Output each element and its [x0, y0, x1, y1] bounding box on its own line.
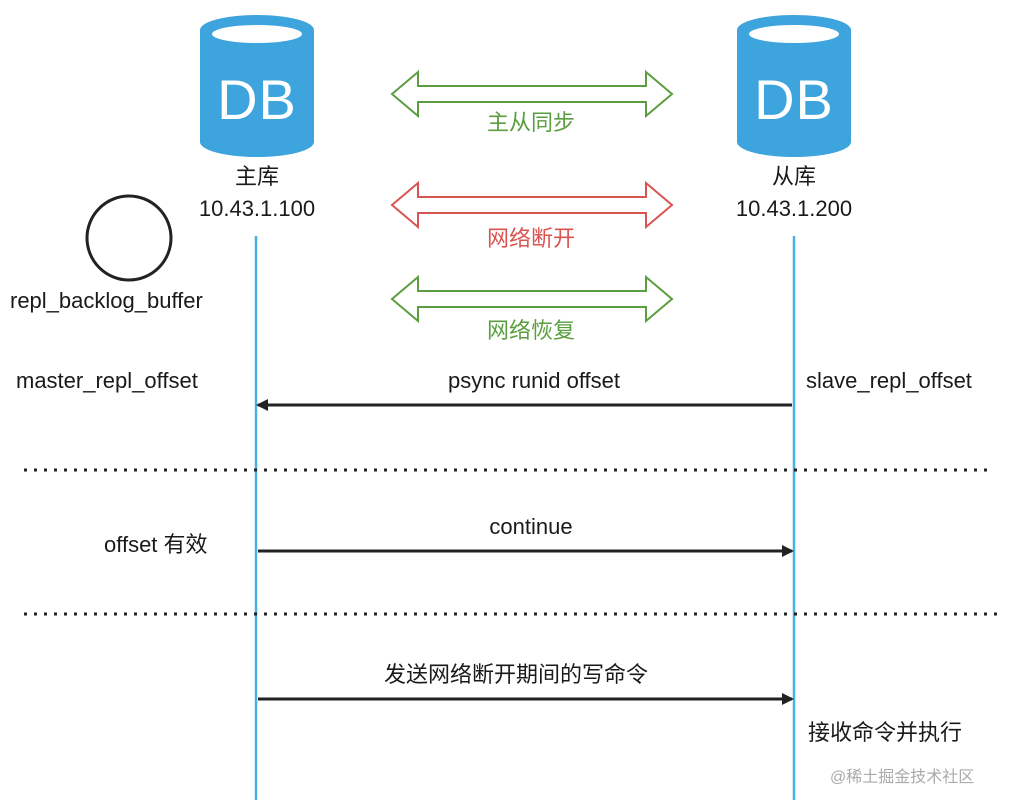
psync-message-label: psync runid offset	[447, 368, 621, 393]
sync-label: 主从同步	[486, 110, 576, 135]
break-arrow	[390, 180, 674, 230]
recover-arrow	[390, 274, 674, 324]
execute-note: 接收命令并执行	[808, 720, 963, 745]
continue-message-label: continue	[489, 514, 573, 539]
backlog-buffer-circle	[85, 194, 173, 282]
backlog-buffer-label: repl_backlog_buffer	[10, 288, 203, 313]
master-db-icon	[200, 15, 314, 157]
watermark: @稀土掘金技术社区	[830, 769, 975, 786]
write-commands-message-label: 发送网络断开期间的写命令	[383, 662, 649, 687]
master-ip: 10.43.1.100	[198, 196, 316, 221]
sync-arrow	[390, 69, 674, 119]
slave-name: 从库	[771, 164, 817, 189]
slave-db-icon	[737, 15, 851, 157]
slave-offset-label: slave_repl_offset	[806, 368, 972, 393]
break-label: 网络断开	[486, 226, 576, 251]
recover-label: 网络恢复	[486, 318, 576, 343]
offset-valid-note: offset 有效	[104, 532, 208, 557]
master-offset-label: master_repl_offset	[16, 368, 198, 393]
slave-ip: 10.43.1.200	[735, 196, 853, 221]
master-name: 主库	[234, 164, 280, 189]
master-db-label: DB	[217, 68, 297, 131]
slave-db-label: DB	[754, 68, 834, 131]
